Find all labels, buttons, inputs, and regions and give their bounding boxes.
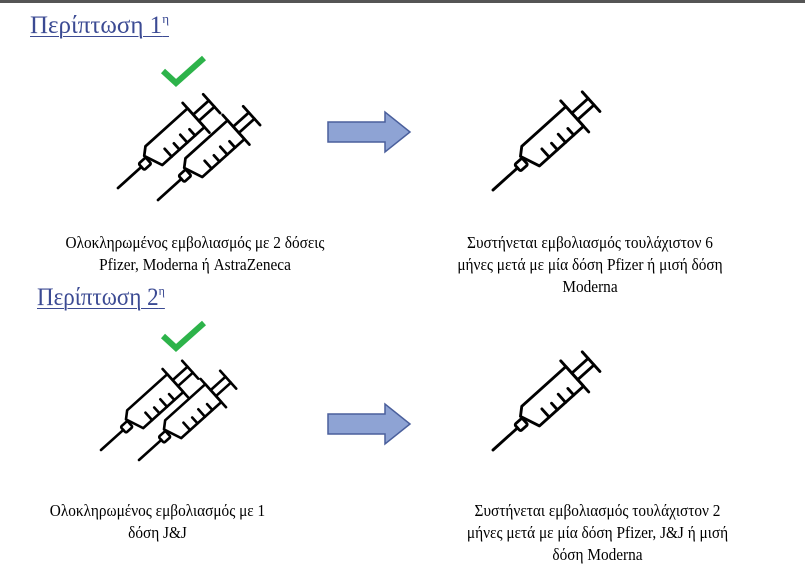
checkmark-icon <box>160 320 206 353</box>
case-1-recommendation: Συστήνεται εμβολιασμός τουλάχιστον 6 μήν… <box>457 233 723 296</box>
case-1-current-status: Ολοκληρωμένος εμβολιασμός με 2 δόσεις Pf… <box>65 233 325 274</box>
arrow-right-icon <box>327 402 412 446</box>
case-2-current-status: Ολοκληρωμένος εμβολιασμός με 1 δόση J&J <box>49 501 266 542</box>
case-2-title: Περίπτωση 2η <box>37 283 165 311</box>
top-border <box>0 0 805 3</box>
checkmark-icon <box>160 55 206 88</box>
syringe-pair-icon <box>86 354 243 476</box>
arrow-right-icon <box>327 110 412 154</box>
syringe-pair-icon <box>103 87 267 217</box>
syringe-icon <box>477 344 607 467</box>
syringe-icon <box>477 84 607 207</box>
case-2-recommendation: Συστήνεται εμβολιασμός τουλάχιστον 2 μήν… <box>466 501 729 564</box>
case-1-title: Περίπτωση 1η <box>30 11 169 39</box>
